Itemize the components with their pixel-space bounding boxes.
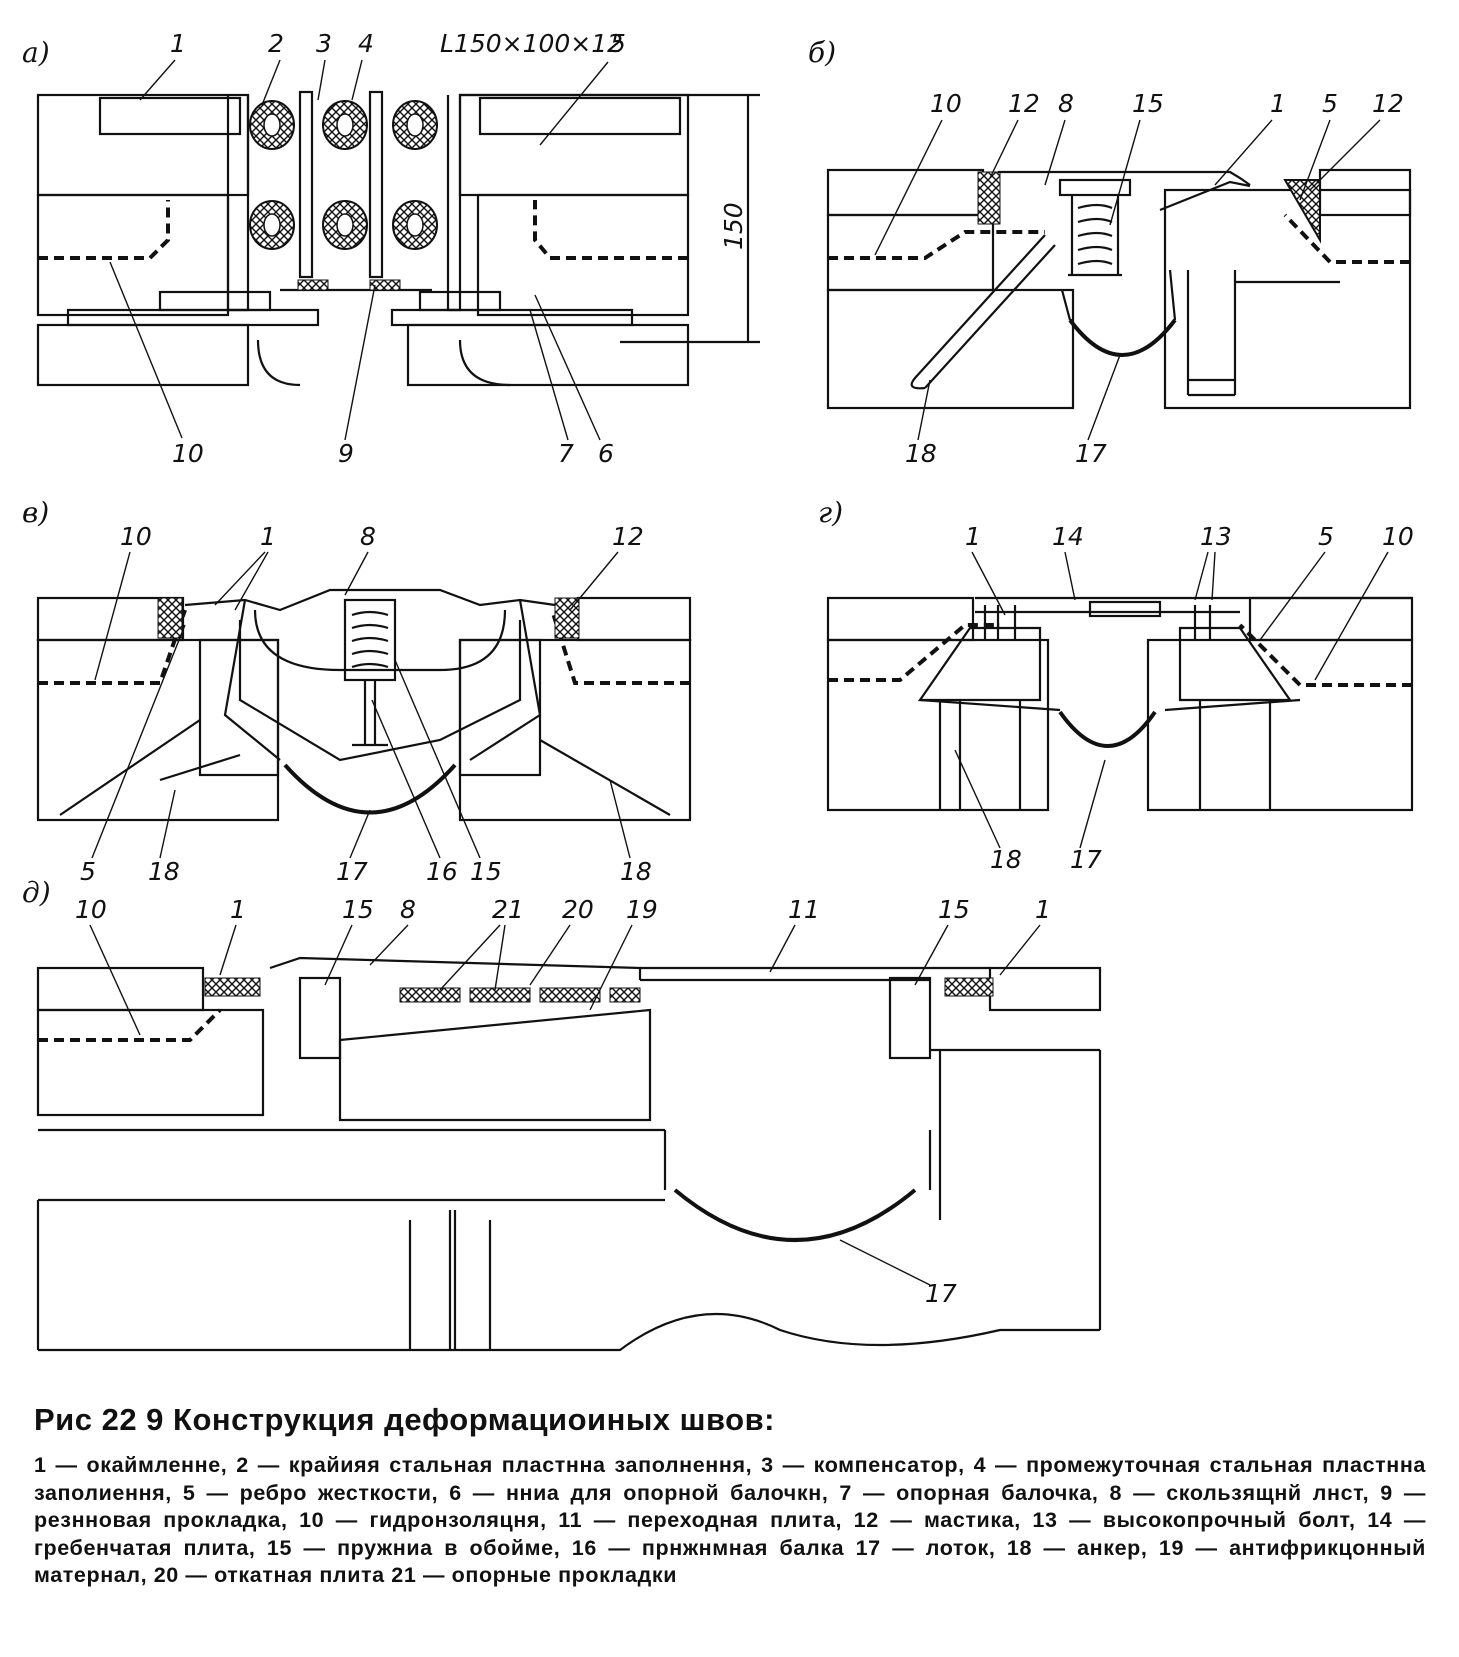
figure-caption: Рис 22 9 Конструкция деформациоиных швов… xyxy=(34,1402,1426,1590)
panel-a-letter: а) xyxy=(22,36,50,69)
panel-g-label-18: 18 xyxy=(990,845,1022,874)
panel-g-label-13: 13 xyxy=(1200,522,1232,551)
panel-v-label-15: 15 xyxy=(470,857,502,886)
panel-v-label-5: 5 xyxy=(80,857,96,886)
panel-a-label-9: 9 xyxy=(338,439,354,468)
panel-b-label-1: 1 xyxy=(1270,89,1286,118)
panel-v-label-12: 12 xyxy=(612,522,644,551)
panel-d-label-15b: 15 xyxy=(938,895,970,924)
panel-b-label-10: 10 xyxy=(930,89,962,118)
panel-b-letter: б) xyxy=(808,36,836,69)
panel-v-label-8: 8 xyxy=(360,522,376,551)
panel-v-label-18: 18 xyxy=(148,857,180,886)
caption-legend: 1 — окаймленне, 2 — крайияя стальная пла… xyxy=(34,1453,1426,1587)
panel-d-label-17: 17 xyxy=(925,1279,957,1308)
panel-v-label-1: 1 xyxy=(260,522,276,551)
panel-v-label-17: 17 xyxy=(336,857,368,886)
panel-g-label-14: 14 xyxy=(1052,522,1084,551)
panel-v-label-16: 16 xyxy=(426,857,458,886)
panel-g-letter: г) xyxy=(818,496,843,529)
panel-d: д) 10 1 15 8 21 20 19 11 15 1 17 xyxy=(22,876,1102,1352)
panel-a-label-1: 1 xyxy=(170,29,186,58)
panel-v-label-18b: 18 xyxy=(620,857,652,886)
panel-b-label-5: 5 xyxy=(1322,89,1338,118)
panel-d-letter: д) xyxy=(22,876,51,909)
panel-d-label-11: 11 xyxy=(788,895,820,924)
panel-d-label-8: 8 xyxy=(400,895,416,924)
panel-a-label-2: 2 xyxy=(268,29,284,58)
panel-g: г) 1 14 13 5 10 18 17 xyxy=(818,496,1414,874)
panel-a-label-3: 3 xyxy=(316,29,332,58)
panel-v-letter: в) xyxy=(22,496,49,529)
caption-title: Рис 22 9 Конструкция деформациоиных швов… xyxy=(34,1402,775,1437)
panel-g-label-10: 10 xyxy=(1382,522,1414,551)
panel-d-label-21: 21 xyxy=(492,895,524,924)
panel-d-label-1b: 1 xyxy=(1035,895,1051,924)
panel-g-label-1: 1 xyxy=(965,522,981,551)
panel-b-label-8: 8 xyxy=(1058,89,1074,118)
panel-b-label-12: 12 xyxy=(1008,89,1040,118)
panel-d-label-1: 1 xyxy=(230,895,246,924)
panel-a-label-angle: L150×100×12 xyxy=(440,29,623,58)
panel-a-label-5: 5 xyxy=(610,29,626,58)
panel-d-label-10: 10 xyxy=(75,895,107,924)
panel-d-label-20: 20 xyxy=(562,895,594,924)
panel-d-label-15: 15 xyxy=(342,895,374,924)
panel-a-dimension-150: 150 xyxy=(719,202,748,250)
panel-d-label-19: 19 xyxy=(626,895,658,924)
panel-g-label-5: 5 xyxy=(1318,522,1334,551)
panel-b-label-18: 18 xyxy=(905,439,937,468)
panel-a-label-10: 10 xyxy=(172,439,204,468)
panel-a-label-6: 6 xyxy=(598,439,614,468)
panel-b: б) 10 12 8 15 1 5 12 18 17 xyxy=(808,36,1412,468)
panel-a-label-7: 7 xyxy=(558,439,574,468)
panel-v: в) 10 1 8 12 5 18 17 16 15 18 xyxy=(22,496,692,886)
panel-b-label-17: 17 xyxy=(1075,439,1107,468)
panel-v-label-10: 10 xyxy=(120,522,152,551)
panel-b-label-12b: 12 xyxy=(1372,89,1404,118)
panel-b-label-15: 15 xyxy=(1132,89,1164,118)
panel-a-label-4: 4 xyxy=(358,29,374,58)
panel-g-label-17: 17 xyxy=(1070,845,1102,874)
deformation-joints-figure: а) xyxy=(22,29,1414,1352)
panel-a: а) xyxy=(22,29,760,468)
